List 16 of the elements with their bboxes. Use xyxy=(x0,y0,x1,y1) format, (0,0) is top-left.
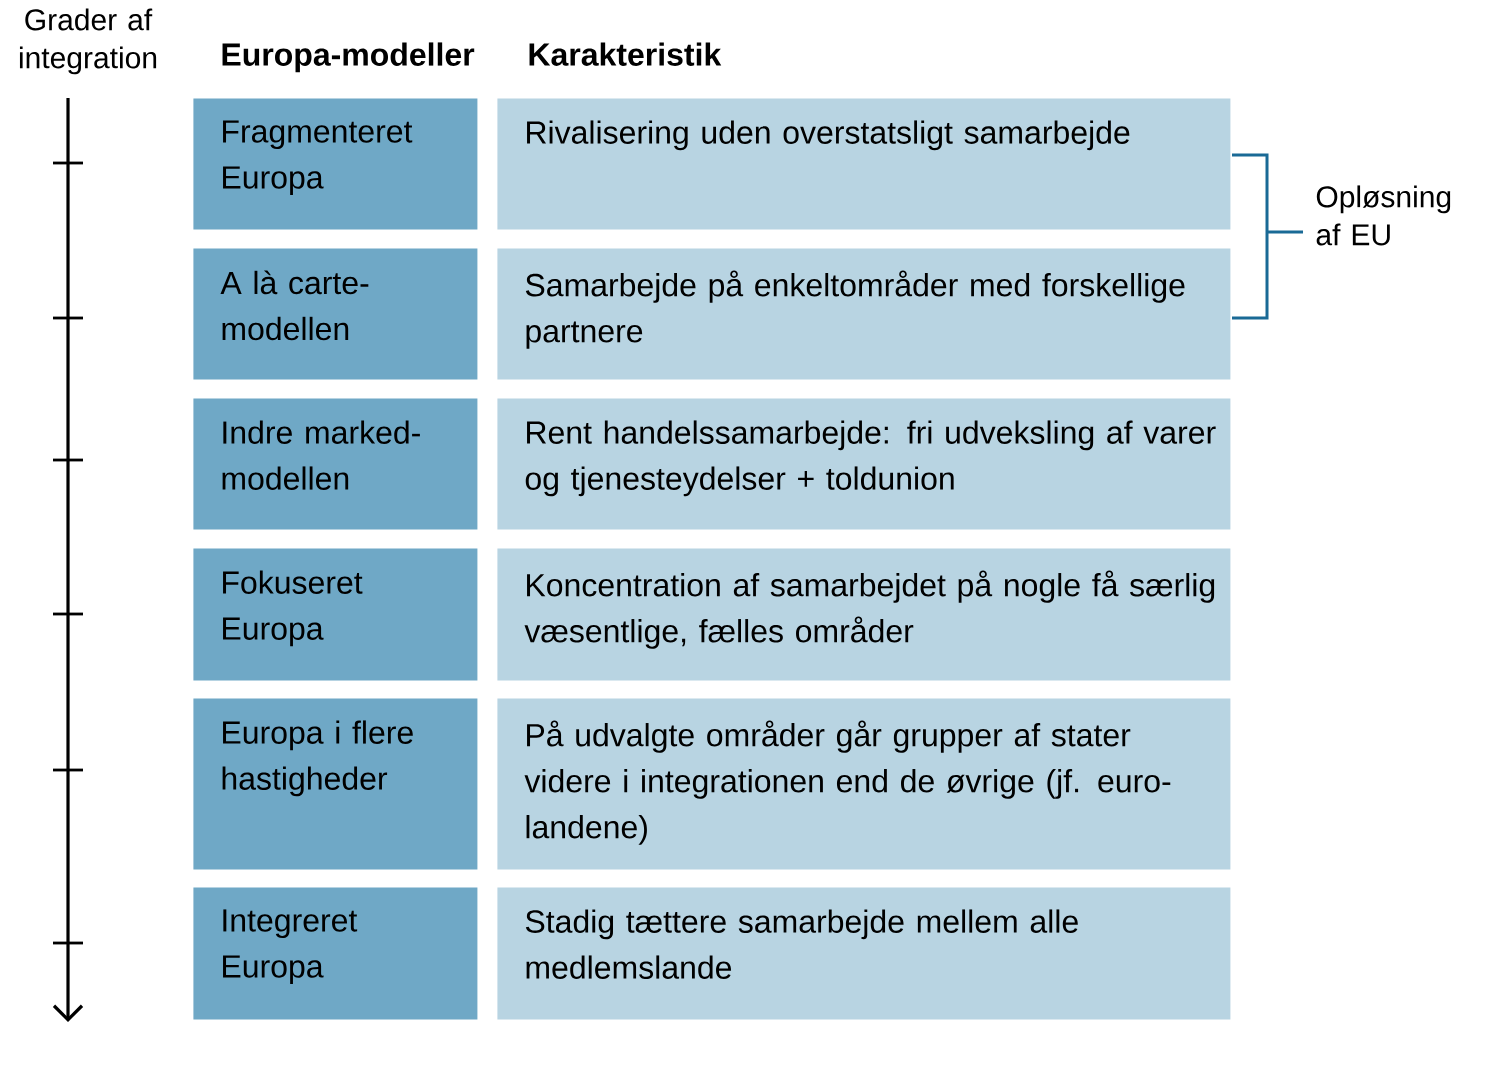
description-box: Rent handelssamarbejde: fri udveksling af varer og tjenesteydelser + toldunion xyxy=(497,398,1231,530)
model-box: Fragmenteret Europa xyxy=(193,98,478,230)
axis-label: Grader af integration xyxy=(19,8,157,75)
column-heading: Karakteristik xyxy=(529,42,722,66)
description-box: Stadig tættere samarbejde mellem alle medlemslande xyxy=(497,887,1231,1020)
description-box: Samarbejde på enkeltområder med forskellige partnere xyxy=(497,248,1231,380)
model-box: Indre marked-modellen xyxy=(193,398,478,530)
bracket-label: Opløsning af EU xyxy=(1316,185,1451,246)
column-heading: Europa-modeller xyxy=(222,42,475,73)
model-box: Integreret Europa xyxy=(193,887,478,1020)
description-box: Rivalisering uden overstatsligt samarbejde xyxy=(497,98,1231,230)
model-box: Europa i flere hastigheder xyxy=(193,698,478,870)
description-box: Koncentration af samarbejdet på nogle få særlig væsentlige, fælles områder xyxy=(497,548,1231,681)
model-box: A là carte-modellen xyxy=(193,248,478,380)
description-box: På udvalgte områder går grupper af stater videre i integrationen end de øvrige (jf. euro-landene) xyxy=(497,698,1231,870)
model-box: Fokuseret Europa xyxy=(193,548,478,681)
